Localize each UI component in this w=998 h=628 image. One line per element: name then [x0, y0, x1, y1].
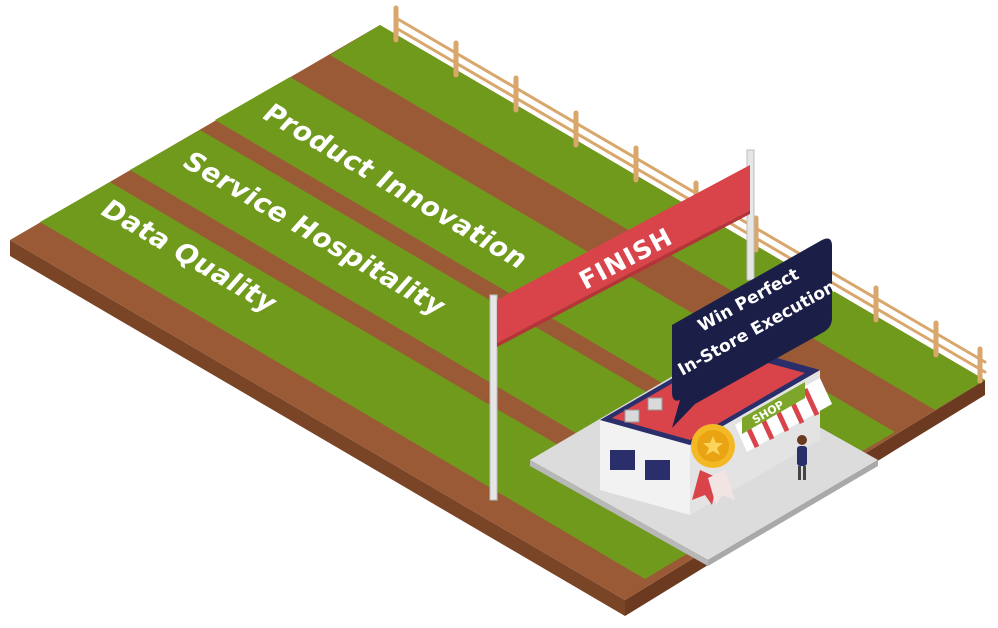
grass-lane-3	[40, 182, 715, 579]
shop-platform-side-right	[708, 460, 878, 566]
finish-pole-left	[489, 294, 498, 501]
shopper-figure	[797, 435, 807, 480]
award-badge	[691, 424, 735, 505]
ground-side	[10, 240, 625, 616]
star-icon	[703, 436, 723, 455]
shop-platform-side	[530, 460, 708, 566]
finish-banner: FINISH	[497, 165, 750, 347]
fence	[393, 5, 987, 384]
